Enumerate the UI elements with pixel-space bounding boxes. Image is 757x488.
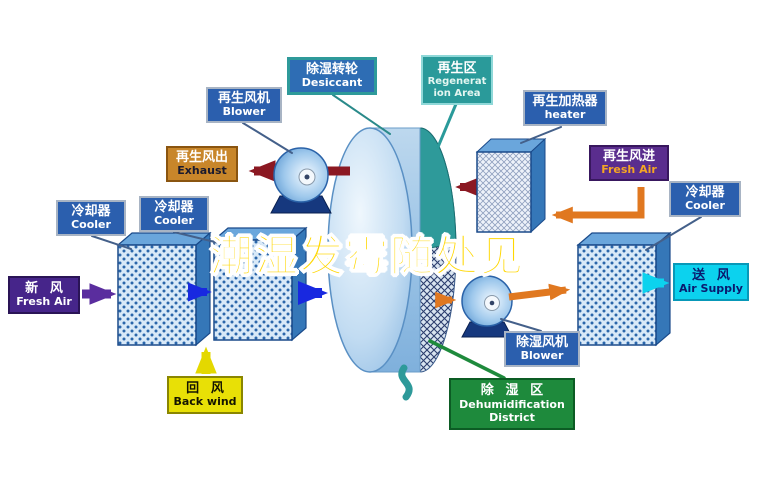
- connector-desiccant: [332, 94, 391, 135]
- drain-ribbon: [398, 364, 413, 401]
- label-fresh-air: 新风 Fresh Air: [8, 276, 80, 314]
- connector-cooler-right: [645, 216, 702, 251]
- label-cooler-left-outer: 冷却器 Cooler: [56, 200, 126, 236]
- watermark-text: 潮湿发霉随处见: [210, 232, 525, 283]
- label-connectors: [91, 94, 702, 380]
- label-back-wind: 回风 Back wind: [167, 376, 243, 414]
- connector-cooler-left-inner: [173, 231, 224, 245]
- connector-dehumid-zone: [428, 339, 506, 380]
- dry-air-arrow-out: [508, 283, 571, 301]
- regeneration-blower-fan: [270, 147, 332, 214]
- label-exhaust: 再生风出 Exhaust: [166, 146, 238, 182]
- connector-cooler-left-outer: [91, 235, 132, 250]
- label-regeneration-fresh-air: 再生风进 Fresh Air: [589, 145, 669, 181]
- label-regeneration-area: 再生区 Regeneration Area: [421, 55, 493, 105]
- wheel-front-face: [327, 127, 413, 373]
- connector-regen-blower: [242, 122, 293, 154]
- cooler-left-outer-box: [117, 232, 211, 346]
- label-dehumidification-zone: 除湿区 Dehumidification District: [449, 378, 575, 430]
- cooler-right-box: [577, 232, 671, 346]
- fan-hub-dot: [304, 174, 310, 180]
- heater-front-face: [476, 151, 532, 233]
- label-air-supply: 送风 Air Supply: [673, 263, 749, 301]
- connector-regen-area: [436, 102, 458, 149]
- fan-hub-dot: [489, 300, 495, 306]
- dehumidification-blower-fan: [461, 275, 513, 338]
- heater-side-face: [530, 137, 546, 234]
- label-regeneration-blower: 再生风机 Blower: [206, 87, 282, 123]
- label-cooler-right: 冷却器 Cooler: [669, 181, 741, 217]
- regen-intake-arrow: [551, 187, 645, 224]
- label-cooler-left-inner: 冷却器 Cooler: [139, 196, 209, 232]
- regeneration-heater-box: [475, 137, 547, 234]
- label-dehumidification-blower: 除湿风机 Blower: [504, 331, 580, 367]
- connector-dehumid-blower: [500, 318, 542, 332]
- desiccant-wheel: [327, 127, 457, 401]
- label-regeneration-heater: 再生加热器 heater: [523, 90, 607, 126]
- label-desiccant-wheel: 除湿转轮 Desiccant: [287, 57, 377, 95]
- connector-heater: [520, 126, 562, 144]
- regeneration-sector: [419, 127, 457, 251]
